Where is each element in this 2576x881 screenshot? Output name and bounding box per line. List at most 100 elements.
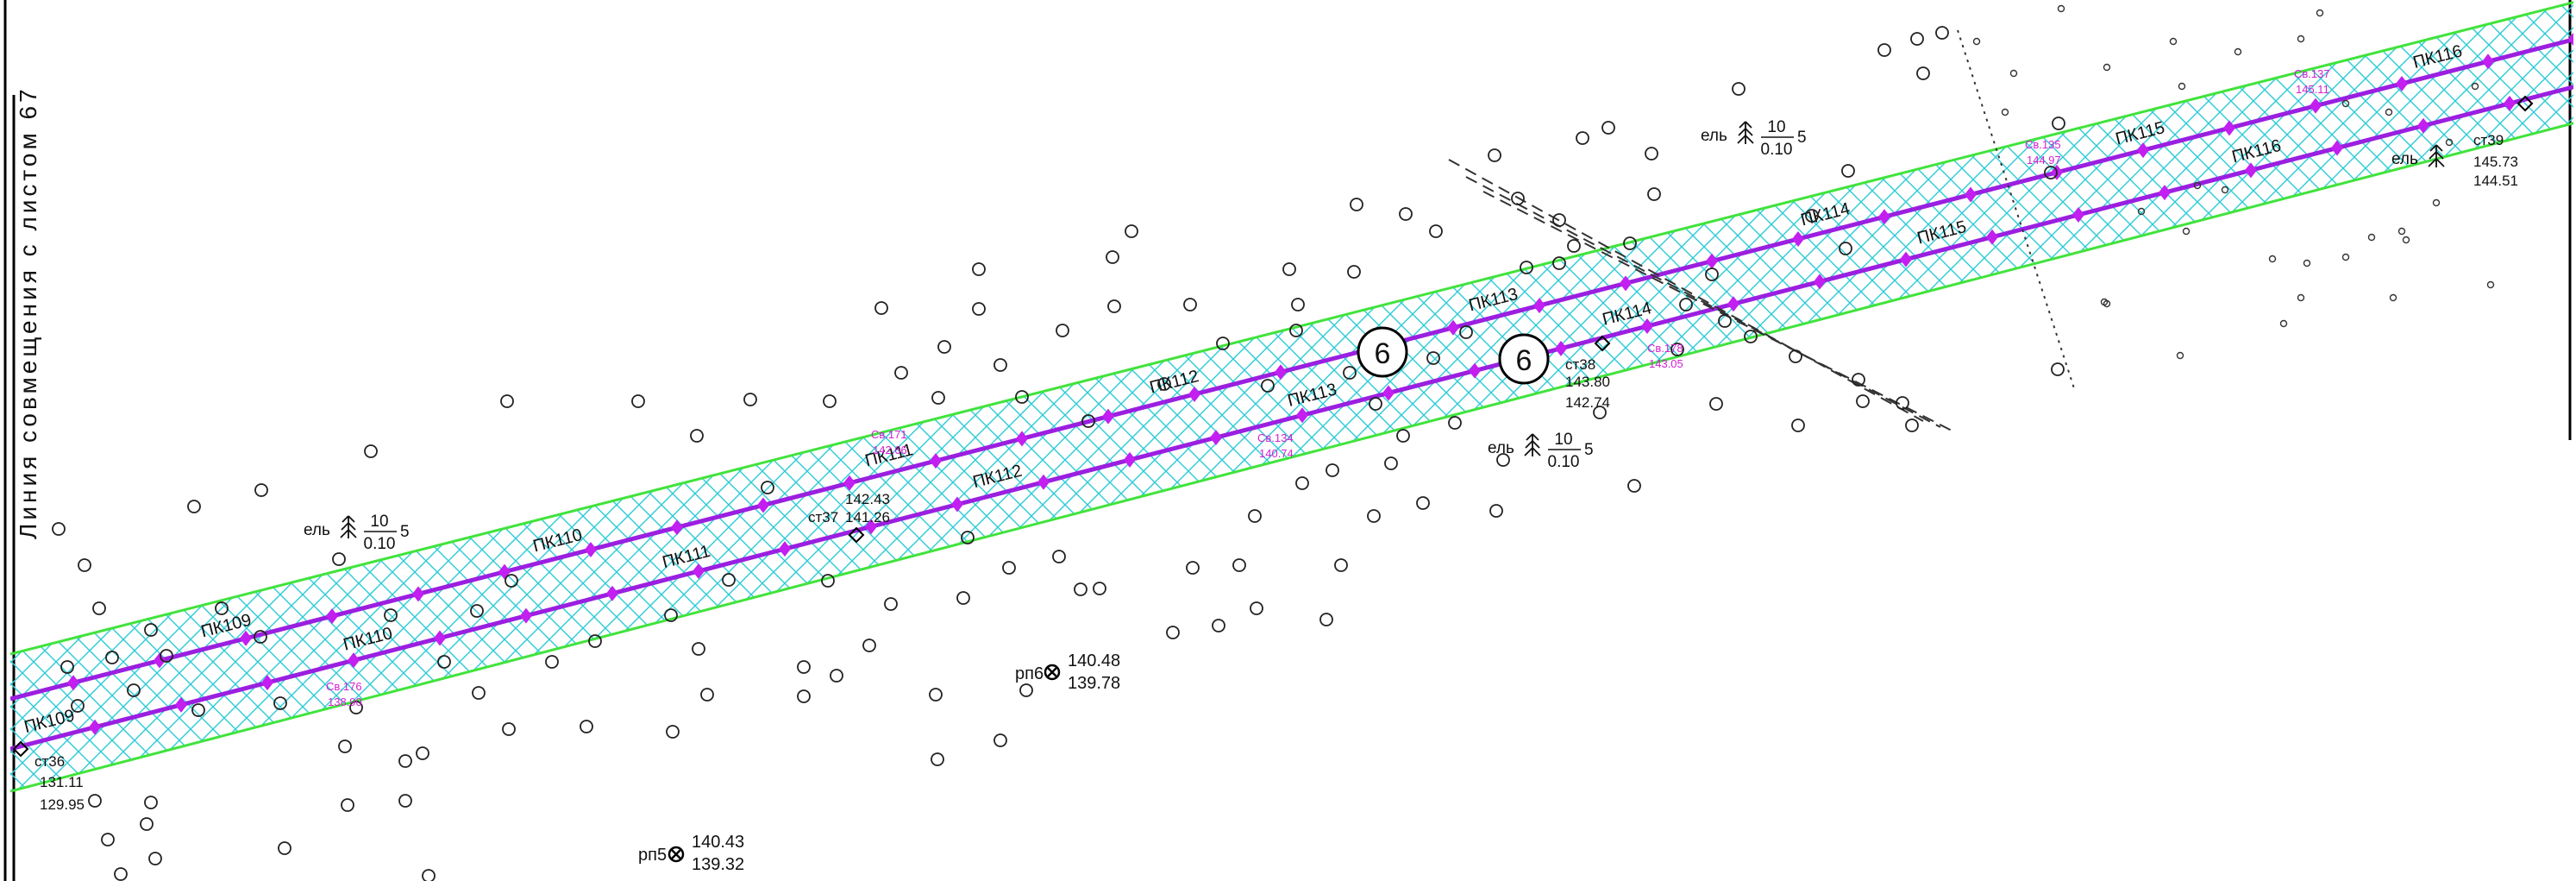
survey-point [1183,298,1197,311]
survey-point [52,522,66,536]
station-st37: ст37 142.43 141.26 [808,491,890,544]
svg-text:142.43: 142.43 [845,491,890,507]
svg-text:141.26: 141.26 [845,509,890,525]
survey-point [1052,550,1066,563]
station-st38: ст38 143.80 142.74 [1565,335,1611,411]
survey-point [1396,429,1410,443]
survey-point [1488,148,1501,162]
survey-point [341,798,354,812]
svg-text:5: 5 [1797,129,1807,147]
dotted-boundary [1957,29,2075,389]
survey-point [398,754,412,768]
survey-point [1399,207,1413,221]
survey-point [972,262,986,276]
svg-text:143.80: 143.80 [1565,374,1610,390]
survey-point [71,699,85,713]
survey-point [472,686,486,700]
small-point [2385,108,2393,116]
pipe-label-code: Св.135 [2025,138,2061,151]
survey-point [961,531,975,544]
picket-markers [67,32,2573,735]
survey-point [1232,558,1246,572]
picket-marker [1296,407,1308,424]
survey-point [1125,224,1138,238]
small-point [2341,253,2350,261]
small-point [2221,186,2229,194]
svg-text:10: 10 [1554,431,1572,449]
survey-point [797,689,811,703]
survey-point [148,852,162,865]
survey-point [1709,397,1723,411]
survey-point [254,483,268,497]
survey-point [422,869,436,881]
picket-marker [434,630,446,646]
survey-point [1326,463,1339,477]
picket-marker [1124,451,1136,468]
survey-point [1489,504,1503,518]
picket-marker [2417,117,2429,134]
survey-point [1789,349,1802,363]
survey-point [1705,267,1719,281]
survey-point [722,573,736,587]
picket-marker [1620,275,1632,292]
survey-point [1576,131,1589,145]
survey-point [823,394,837,408]
survey-point [821,574,835,588]
pipe-label-value: 138.90 [328,695,362,708]
survey-point [664,608,678,622]
survey-point [254,630,267,644]
small-point [2176,351,2184,360]
small-point [2009,69,2018,78]
survey-point [1593,406,1607,419]
svg-text:ель: ель [2391,150,2418,168]
benchmark-rp5: рп5 140.43 139.32 [638,833,744,874]
survey-point [1350,198,1363,211]
survey-point [60,660,74,674]
survey-point [273,696,287,710]
survey-point [1261,379,1275,393]
survey-point [332,552,346,566]
survey-point [972,302,986,316]
picket-marker [2482,53,2494,70]
survey-point [1291,298,1305,311]
picket-marker [1188,386,1200,402]
survey-point [1679,298,1693,311]
picket-marker [2504,95,2516,111]
survey-point [1852,373,1865,387]
picket-marker [2396,75,2408,91]
picket-marker [348,652,360,669]
survey-point [1520,261,1533,274]
svg-text:ст39: ст39 [2473,132,2504,148]
small-point [2100,298,2109,306]
survey-point [993,358,1007,372]
survey-point [127,683,141,697]
small-point [2297,293,2305,302]
survey-point [894,366,908,380]
small-point [2057,4,2065,13]
survey-point [1839,242,1852,255]
survey-point [1334,558,1348,572]
survey-point [1319,613,1333,626]
svg-text:139.32: 139.32 [692,855,744,874]
survey-point [1248,509,1262,523]
station-st39: ст39 145.73 144.51 [2473,95,2534,189]
svg-text:5: 5 [1584,441,1594,459]
survey-point [92,601,106,615]
survey-point [1496,453,1510,467]
survey-point [690,429,704,443]
survey-point [160,649,173,663]
svg-text:0.10: 0.10 [1761,141,1793,159]
picket-marker [2223,120,2235,136]
survey-point [1601,121,1615,135]
survey-point [140,817,154,831]
survey-point [1718,314,1732,328]
pipe-elevation-labels: Св.176138.90Св.171142.66Св.134140.74Св.1… [326,67,2330,708]
picket-marker [930,453,942,469]
svg-text:142.74: 142.74 [1565,394,1610,411]
pipe-label-value: 140.74 [1259,447,1294,460]
survey-point [1732,82,1746,96]
survey-point [1106,250,1119,264]
survey-point [1250,601,1263,615]
svg-text:ст38: ст38 [1565,356,1595,373]
